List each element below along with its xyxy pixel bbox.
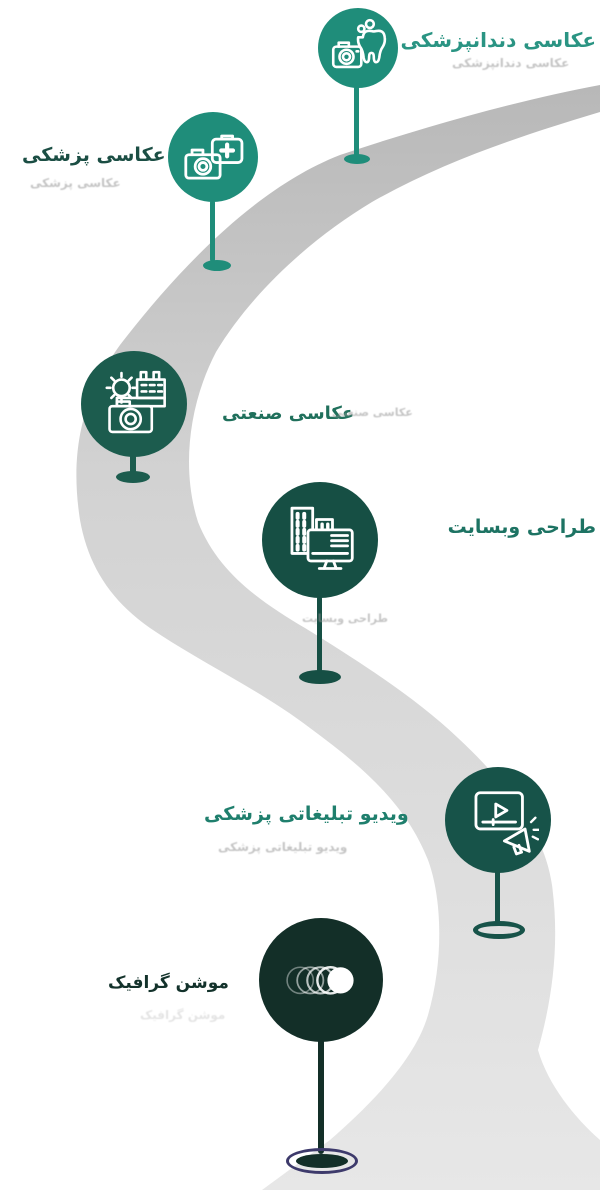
milestone-label-medical-promo-video: ویدیو تبلیغاتی پزشکی [204,803,409,825]
milestone-circle-industrial-photography [81,351,187,457]
milestone-label-echo: طراحی وبسایت [302,612,388,625]
milestone-circle-motion-graphics [259,918,383,1042]
milestone-circle-website-design [262,482,378,598]
milestone-label-industrial-photography: عکاسی صنعتی [222,403,355,424]
camera-tooth-icon [327,17,389,79]
milestone-label-motion-graphics: موشن گرافیک [108,973,229,993]
camera-factory-icon [93,363,176,446]
milestone-base-ring [473,921,525,939]
milestone-label-echo: عکاسی پزشکی [30,176,121,190]
milestone-circle-dental-photography [318,8,398,88]
milestone-stem [210,200,215,262]
milestone-stem [130,454,136,474]
milestone-label-website-design: طراحی وبسایت [447,516,596,538]
milestone-base-ring [286,1148,358,1174]
milestone-base-ellipse [203,260,231,271]
milestone-stem [495,868,500,926]
road-path [76,85,600,1190]
overlapping-circles-icon [273,932,354,1029]
milestone-stem [317,596,322,674]
video-megaphone-icon [457,779,540,862]
milestone-label-medical-photography: عکاسی پزشکی [22,144,166,166]
camera-medkit-icon [178,122,248,192]
milestone-label-echo: ویدیو تبلیغاتی پزشکی [218,840,348,854]
milestone-label-echo: عکاسی صنعتی [332,406,413,419]
milestone-base-ellipse [296,1154,348,1168]
buildings-monitor-icon [275,495,365,585]
milestone-base-ellipse [344,154,370,164]
milestone-label-echo: موشن گرافیک [140,1008,226,1022]
milestone-stem [318,1038,324,1154]
milestone-label-echo: عکاسی دندانپزشکی [452,56,570,70]
milestone-circle-medical-promo-video [445,767,551,873]
milestone-circle-medical-photography [168,112,258,202]
milestone-label-dental-photography: عکاسی دندانپزشکی [400,28,597,52]
milestone-stem [354,86,359,158]
milestone-base-ellipse [116,471,150,483]
milestone-base-ellipse [299,670,341,684]
